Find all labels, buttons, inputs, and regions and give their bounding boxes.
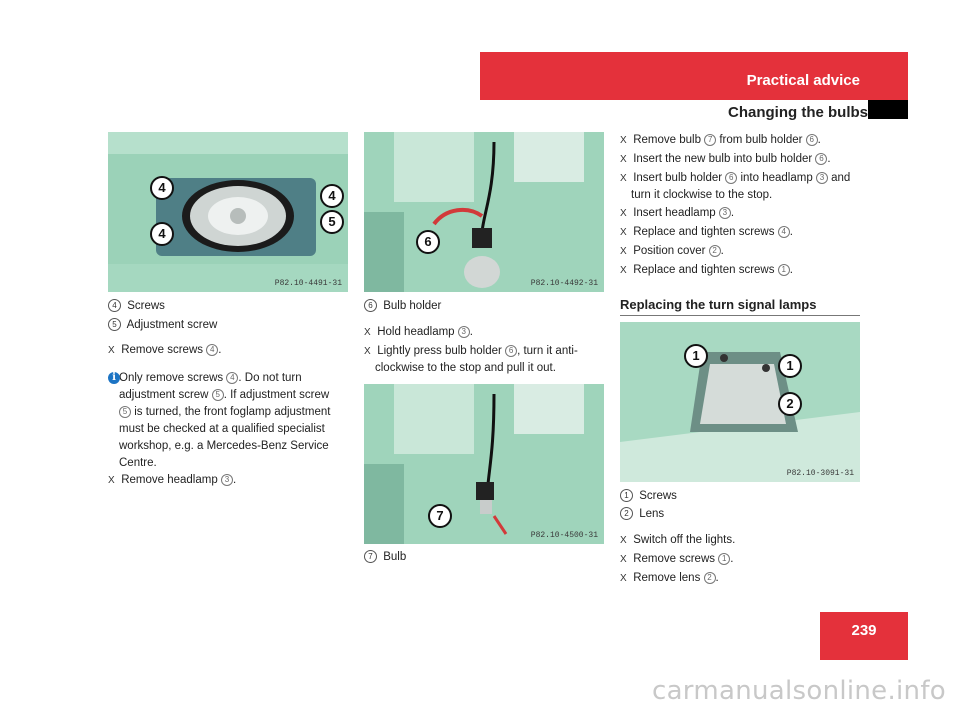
callout-1: 1 (684, 344, 708, 368)
arrow-icon: X (108, 345, 115, 356)
step: X Replace and tighten screws 1. (620, 262, 793, 279)
legend-item: 4 Screws (108, 298, 165, 315)
arrow-icon: X (620, 135, 627, 146)
legend-item: 5 Adjustment screw (108, 317, 217, 334)
arrow-icon: X (620, 154, 627, 165)
arrow-icon: X (364, 327, 371, 338)
image-code: P82.10-3091-31 (786, 469, 854, 478)
section-heading: Replacing the turn signal lamps (620, 297, 817, 312)
callout-2: 2 (778, 392, 802, 416)
step: X Remove bulb 7 from bulb holder 6. (620, 132, 821, 149)
arrow-icon: X (620, 554, 627, 565)
arrow-icon: X (108, 475, 115, 486)
arrow-icon: X (364, 346, 371, 357)
arrow-icon: X (620, 265, 627, 276)
arrow-icon: X (620, 573, 627, 584)
step: X Insert bulb holder 6 into headlamp 3 a… (620, 172, 851, 201)
page-number-box: 239 (820, 612, 908, 660)
image-code: P82.10-4492-31 (530, 279, 598, 288)
info-note: i Only remove screws 4. Do not turn adju… (108, 370, 353, 472)
step: X Remove headlamp 3. (108, 472, 236, 489)
section-title: Practical advice (746, 72, 860, 89)
arrow-icon: X (620, 246, 627, 257)
callout-4: 4 (320, 184, 344, 208)
arrow-icon: X (620, 535, 627, 546)
step: X Hold headlamp 3. (364, 324, 473, 341)
info-icon: i (108, 372, 120, 384)
turn-signal-image: 1 1 2 P82.10-3091-31 (620, 322, 860, 482)
bulb-holder-image: 6 P82.10-4492-31 (364, 132, 604, 292)
heading-rule (620, 315, 860, 316)
step: X Lightly press bulb holder 6, turn it a… (364, 345, 578, 374)
callout-7: 7 (428, 504, 452, 528)
legend-item: 1 Screws (620, 488, 677, 505)
step: X Switch off the lights. (620, 532, 735, 549)
step: X Remove screws 1. (620, 551, 733, 568)
foglamp-image: 4 4 4 5 P82.10-4491-31 (108, 132, 348, 292)
watermark: carmanualsonline.info (651, 676, 946, 706)
callout-4: 4 (150, 222, 174, 246)
step: X Remove screws 4. (108, 342, 221, 359)
bulb-holder-illustration (364, 132, 604, 292)
step: X Replace and tighten screws 4. (620, 224, 793, 241)
legend-item: 6 Bulb holder (364, 298, 441, 315)
chapter-marker (868, 100, 908, 119)
step: X Position cover 2. (620, 243, 724, 260)
step: X Insert headlamp 3. (620, 205, 734, 222)
callout-1: 1 (778, 354, 802, 378)
callout-6: 6 (416, 230, 440, 254)
section-tab: Practical advice (480, 52, 908, 100)
chapter-title: Changing the bulbs (728, 104, 868, 121)
bulb-illustration (364, 384, 604, 544)
foglamp-illustration (108, 132, 348, 292)
legend-item: 2 Lens (620, 506, 664, 523)
image-code: P82.10-4500-31 (530, 531, 598, 540)
callout-4: 4 (150, 176, 174, 200)
arrow-icon: X (620, 208, 627, 219)
legend-item: 7 Bulb (364, 549, 406, 566)
step: X Insert the new bulb into bulb holder 6… (620, 151, 831, 168)
arrow-icon: X (620, 227, 627, 238)
step: X Remove lens 2. (620, 570, 719, 587)
callout-5: 5 (320, 210, 344, 234)
arrow-icon: X (620, 173, 627, 184)
page-number: 239 (851, 622, 877, 639)
image-code: P82.10-4491-31 (274, 279, 342, 288)
turn-signal-illustration (620, 322, 860, 482)
bulb-image: 7 P82.10-4500-31 (364, 384, 604, 544)
